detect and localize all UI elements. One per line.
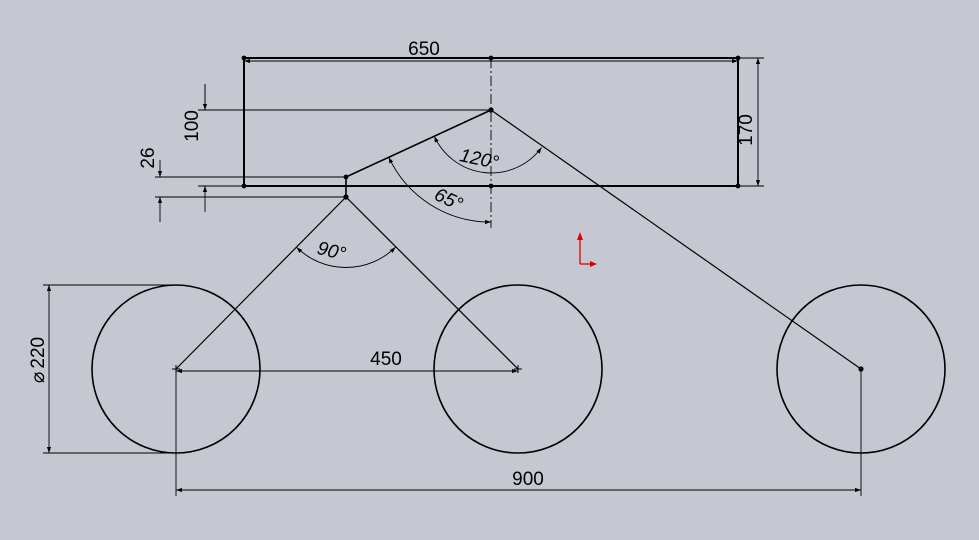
dimension-650-label[interactable]: 650 — [408, 39, 440, 60]
angle-dimension-90[interactable]: 90° — [296, 238, 396, 268]
dimension-170[interactable]: 170 — [736, 57, 764, 187]
dimension-diameter-220[interactable]: ⌀ 220 — [28, 284, 176, 454]
dimension-900-label[interactable]: 900 — [512, 469, 544, 490]
dimension-900[interactable]: 900 — [175, 369, 862, 496]
angle-65-label[interactable]: 65° — [431, 184, 466, 215]
dimension-100[interactable]: 100 — [182, 84, 491, 212]
wheel-center-marks — [172, 365, 522, 373]
angle-120-label[interactable]: 120° — [458, 145, 501, 174]
right-leg-link[interactable] — [345, 196, 519, 370]
diameter-value: 220 — [28, 337, 49, 369]
dimension-26[interactable]: 26 — [138, 147, 346, 222]
rear-link[interactable] — [490, 109, 862, 370]
wheels[interactable] — [91, 284, 946, 454]
upper-left-link[interactable] — [345, 109, 492, 178]
dimension-100-label[interactable]: 100 — [182, 110, 203, 142]
dimension-26-label[interactable]: 26 — [138, 147, 159, 168]
angle-90-label[interactable]: 90° — [315, 238, 348, 265]
left-leg-link[interactable] — [175, 196, 347, 370]
angle-dimension-120[interactable]: 120° — [433, 136, 542, 174]
dimension-650[interactable]: 650 — [244, 39, 738, 64]
dimension-170-label[interactable]: 170 — [736, 114, 757, 146]
dimension-450[interactable]: 450 — [176, 349, 518, 374]
sketch-points — [241, 55, 864, 372]
dimension-450-label[interactable]: 450 — [370, 349, 402, 370]
diameter-symbol: ⌀ — [28, 372, 49, 383]
sketch-point[interactable] — [241, 55, 247, 61]
sketch-point[interactable] — [488, 55, 494, 61]
origin-triad-icon — [577, 232, 597, 267]
sketch-point[interactable] — [488, 183, 494, 189]
frame-lines[interactable] — [175, 109, 862, 370]
diameter-label[interactable]: ⌀ 220 — [28, 337, 49, 383]
